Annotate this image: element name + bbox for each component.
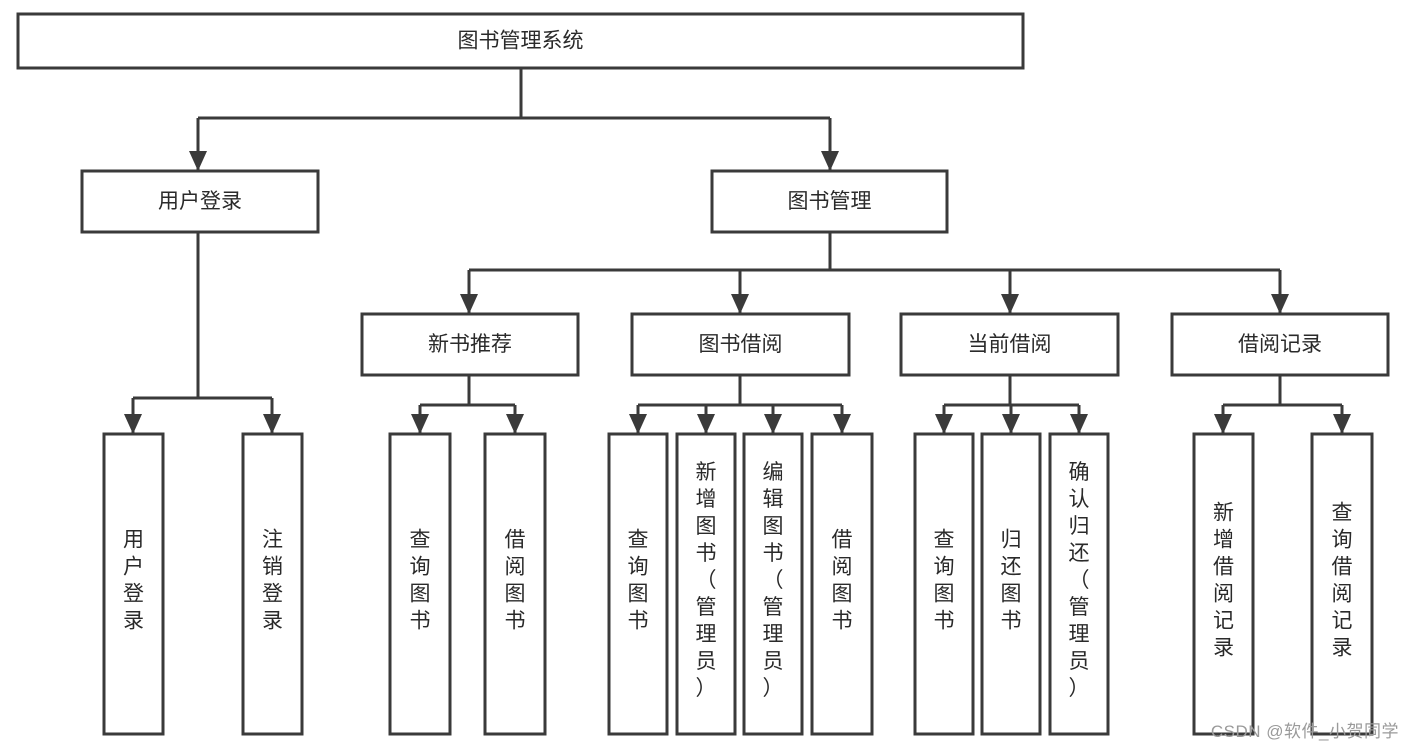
node-box-leaf-confirm-return[interactable] <box>1048 432 1110 736</box>
node-box-leaf-user-logout[interactable] <box>241 432 304 736</box>
node-box-leaf-borrow-book-1[interactable] <box>483 432 547 736</box>
connector-newbook-to-leaves <box>411 375 524 434</box>
node-label-bookmgmt: 图书管理 <box>788 190 872 213</box>
node-label-leaf-borrow-book-1: 借阅图书 <box>505 529 526 633</box>
node-leaf-query-record[interactable]: 查询借阅记录 <box>1310 432 1374 736</box>
node-box-leaf-query-book-2[interactable] <box>607 432 669 736</box>
watermark-label: CSDN @软件_小贺同学 <box>1210 722 1399 741</box>
node-box-leaf-borrow-book-2[interactable] <box>810 432 874 736</box>
node-label-records: 借阅记录 <box>1238 333 1322 356</box>
connector-records-to-leaves <box>1214 375 1351 434</box>
node-label-leaf-return-book: 归还图书 <box>1001 529 1022 633</box>
node-box-root[interactable] <box>16 12 1025 70</box>
node-box-borrow[interactable] <box>630 312 851 377</box>
connector-login-to-leaves <box>124 232 281 434</box>
node-leaf-borrow-book-2[interactable]: 借阅图书 <box>810 432 874 736</box>
node-leaf-confirm-return[interactable]: 确认归还（管理员） <box>1048 432 1110 736</box>
node-leaf-edit-book[interactable]: 编辑图书（管理员） <box>742 432 804 736</box>
node-box-leaf-query-book-3[interactable] <box>913 432 975 736</box>
node-root[interactable]: 图书管理系统 <box>16 12 1025 70</box>
node-label-leaf-add-book: 新增图书（管理员） <box>696 461 717 700</box>
node-box-login[interactable] <box>80 169 320 234</box>
node-label-leaf-user-logout: 注销登录 <box>262 529 283 633</box>
node-bookmgmt[interactable]: 图书管理 <box>710 169 949 234</box>
node-label-newbook: 新书推荐 <box>428 333 512 356</box>
node-label-leaf-query-book-3: 查询图书 <box>934 529 955 633</box>
node-label-login: 用户登录 <box>158 190 242 213</box>
node-leaf-user-logout[interactable]: 注销登录 <box>241 432 304 736</box>
node-leaf-add-record[interactable]: 新增借阅记录 <box>1192 432 1255 736</box>
node-label-leaf-edit-book: 编辑图书（管理员） <box>763 461 784 700</box>
node-box-leaf-add-book[interactable] <box>675 432 737 736</box>
node-label-borrow: 图书借阅 <box>699 333 783 356</box>
node-label-leaf-query-book-2: 查询图书 <box>628 529 649 633</box>
node-label-leaf-borrow-book-2: 借阅图书 <box>832 529 853 633</box>
node-leaf-query-book-1[interactable]: 查询图书 <box>388 432 452 736</box>
node-box-leaf-edit-book[interactable] <box>742 432 804 736</box>
node-box-bookmgmt[interactable] <box>710 169 949 234</box>
node-label-root: 图书管理系统 <box>458 30 584 53</box>
node-label-leaf-query-record: 查询借阅记录 <box>1332 502 1353 660</box>
node-leaf-return-book[interactable]: 归还图书 <box>980 432 1042 736</box>
node-box-leaf-return-book[interactable] <box>980 432 1042 736</box>
node-box-newbook[interactable] <box>360 312 580 377</box>
node-login[interactable]: 用户登录 <box>80 169 320 234</box>
connector-root-to-level1 <box>189 68 839 171</box>
node-label-leaf-query-book-1: 查询图书 <box>410 529 431 633</box>
node-records[interactable]: 借阅记录 <box>1170 312 1390 377</box>
node-box-leaf-query-record[interactable] <box>1310 432 1374 736</box>
connector-borrow-to-leaves <box>629 375 851 434</box>
node-newbook[interactable]: 新书推荐 <box>360 312 580 377</box>
node-leaf-user-login[interactable]: 用户登录 <box>102 432 165 736</box>
node-label-leaf-confirm-return: 确认归还（管理员） <box>1069 461 1090 700</box>
node-box-leaf-add-record[interactable] <box>1192 432 1255 736</box>
node-leaf-query-book-3[interactable]: 查询图书 <box>913 432 975 736</box>
node-box-records[interactable] <box>1170 312 1390 377</box>
node-label-leaf-user-login: 用户登录 <box>123 529 144 633</box>
node-box-leaf-query-book-1[interactable] <box>388 432 452 736</box>
node-label-current: 当前借阅 <box>968 333 1052 356</box>
node-leaf-query-book-2[interactable]: 查询图书 <box>607 432 669 736</box>
connectors-layer <box>124 68 1351 434</box>
node-leaf-borrow-book-1[interactable]: 借阅图书 <box>483 432 547 736</box>
connector-current-to-leaves <box>935 375 1088 434</box>
node-box-current[interactable] <box>899 312 1120 377</box>
nodes-layer: 图书管理系统用户登录图书管理新书推荐图书借阅当前借阅借阅记录用户登录注销登录查询… <box>16 12 1390 736</box>
node-label-leaf-add-record: 新增借阅记录 <box>1213 502 1234 660</box>
node-current[interactable]: 当前借阅 <box>899 312 1120 377</box>
node-borrow[interactable]: 图书借阅 <box>630 312 851 377</box>
connector-bookmgmt-to-level2 <box>460 232 1289 314</box>
node-box-leaf-user-login[interactable] <box>102 432 165 736</box>
node-leaf-add-book[interactable]: 新增图书（管理员） <box>675 432 737 736</box>
